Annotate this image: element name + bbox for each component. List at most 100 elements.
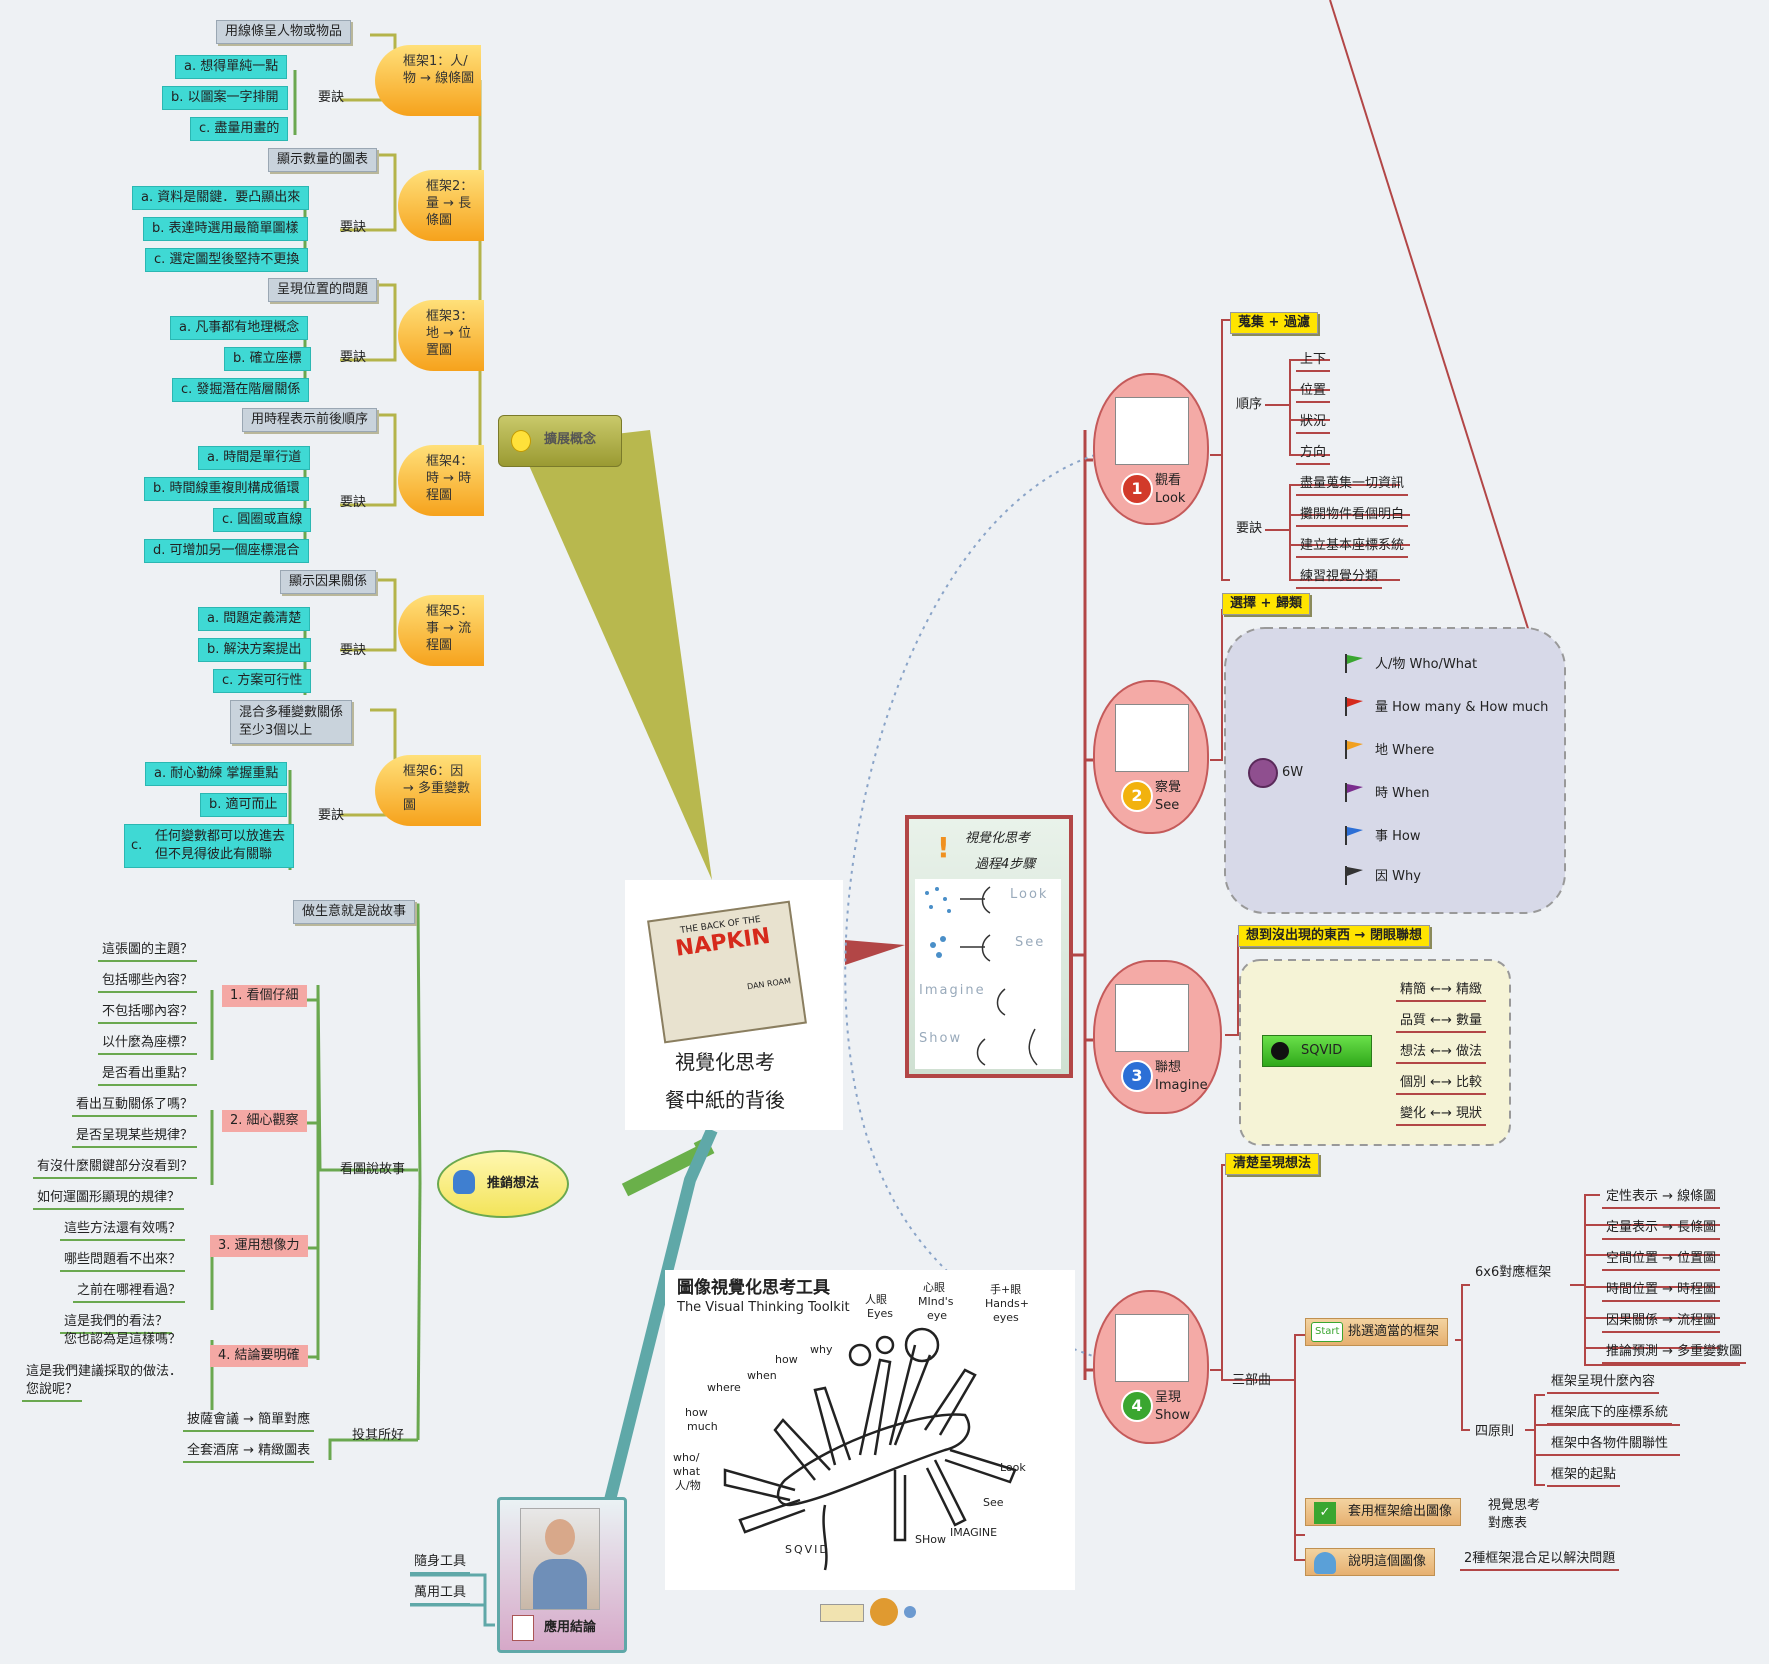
step-2-header: 選擇 + 歸類: [1222, 593, 1310, 615]
sqvid-pair-3: 想法 ←→ 做法: [1396, 1042, 1487, 1064]
frame-4-tip-a: a. 時間是單行道: [198, 446, 311, 470]
step-1-look-topic[interactable]: 1 觀看 Look: [1093, 373, 1209, 525]
six-w-item-1: 人/物 Who/What: [1375, 657, 1478, 672]
toolkit-illustration: 圖像視覺化思考工具 The Visual Thinking Toolkit 人眼…: [665, 1270, 1075, 1590]
toolkit-label-imagine: IMAGINE: [950, 1526, 998, 1539]
sell-group-3-item-1: 如何運圖形顯現的規律？: [33, 1188, 185, 1210]
book-cover-image: THE BACK OF THE NAPKIN DAN ROAM: [647, 900, 807, 1044]
four-steps-title-line1: 視覺化思考: [965, 831, 1031, 846]
frame-4-tip-c: c. 圓圈或直線: [213, 508, 312, 532]
toolkit-label-who: who/: [673, 1451, 700, 1464]
toolkit-label-who-cn: 人/物: [675, 1479, 701, 1492]
sell-group-1-item-1: 這張圖的主題？: [98, 940, 198, 962]
four-steps-sketch: [925, 886, 1038, 1066]
toolkit-label-where: where: [707, 1381, 741, 1394]
four-rules-label: 四原則: [1475, 1424, 1515, 1439]
sell-group-2-item-3: 是否呈現某些規律？: [72, 1126, 198, 1148]
frame-4-topic[interactable]: 框架4：時 → 時程圖: [398, 445, 484, 516]
four-steps-card[interactable]: ! 視覺化思考 過程4步驟 Look See Imagine Show: [905, 815, 1073, 1078]
sell-ideas-label: 推銷想法: [487, 1176, 540, 1191]
explain-image-topic[interactable]: 說明這個圖像: [1305, 1548, 1436, 1576]
step-1-order-1: 上下: [1296, 350, 1331, 372]
step-2-whiteboard-image: [1115, 704, 1189, 772]
step-4-show-topic[interactable]: 4 呈現 Show: [1093, 1290, 1209, 1444]
four-steps-row-look: Look: [1010, 887, 1049, 902]
step-3-label-cn: 聯想: [1155, 1060, 1182, 1075]
step-2-label-cn: 察覺: [1155, 780, 1182, 795]
sell-group-1-item-3: 不包括哪內容？: [98, 1002, 198, 1024]
frame-6-topic[interactable]: 框架6：因 → 多重變數圖: [375, 755, 481, 826]
frame-6-tip-c-line1: 任何變數都可以放進去: [155, 829, 286, 844]
sell-group-1[interactable]: 1. 看個仔細: [222, 985, 307, 1007]
toolkit-label-see: See: [983, 1496, 1004, 1509]
frame-2-tip-a: a. 資料是關鍵．要凸顯出來: [132, 186, 310, 210]
sqvid-topic[interactable]: SQVID: [1262, 1035, 1372, 1067]
six-w-item-3: 地 Where: [1375, 743, 1435, 758]
apply-frame-note-line2: 對應表: [1488, 1516, 1528, 1531]
four-steps-row-show: Show: [919, 1031, 963, 1046]
toolkit-label-eyes: Eyes: [867, 1307, 893, 1320]
frame-2-topic[interactable]: 框架2：量 → 長條圖: [398, 170, 484, 241]
six-by-six-item-4: 時間位置 → 時程圖: [1602, 1280, 1721, 1302]
step-3-imagine-topic[interactable]: 3 聯想 Imagine: [1093, 960, 1222, 1114]
sell-group-4-item-4: 您說呢？: [22, 1380, 83, 1402]
toolkit-label-when: when: [747, 1369, 777, 1382]
step-2-see-topic[interactable]: 2 察覺 See: [1093, 680, 1209, 834]
toolkit-label-how: how: [685, 1406, 708, 1419]
frame-3-topic[interactable]: 框架3：地 → 位置圖: [398, 300, 484, 371]
six-by-six-item-1: 定性表示 → 線條圖: [1602, 1187, 1721, 1209]
frame-1-note: 用線條呈人物或物品: [216, 20, 352, 44]
six-by-six-item-2: 定量表示 → 長條圖: [1602, 1218, 1721, 1240]
extend-concepts-topic[interactable]: 擴展概念: [498, 415, 622, 467]
six-by-six-item-5: 因果關係 → 流程圖: [1602, 1311, 1721, 1333]
frame-5-topic[interactable]: 框架5：事 → 流程圖: [398, 595, 484, 666]
step-4-label-en: Show: [1155, 1408, 1191, 1423]
explain-image-note: 2種框架混合足以解決問題: [1460, 1549, 1620, 1571]
step-3-label-en: Imagine: [1155, 1078, 1208, 1093]
frame-1-tips-label: 要訣: [318, 90, 345, 105]
sell-group-2[interactable]: 2. 細心觀察: [222, 1110, 307, 1132]
frame-4-tip-d: d. 可增加另一個座標混合: [144, 539, 309, 563]
author-photo: [520, 1508, 600, 1610]
read-picture-label: 看圖說故事: [340, 1162, 406, 1177]
four-rules-item-4: 框架的起點: [1547, 1465, 1621, 1487]
pick-frame-topic[interactable]: Start 挑選適當的框架: [1305, 1318, 1449, 1346]
pick-frame-label: 挑選適當的框架: [1348, 1324, 1440, 1339]
apply-frame-topic[interactable]: ✓ 套用框架繪出圖像: [1305, 1498, 1462, 1526]
sell-group-3-item-2: 這些方法還有效嗎？: [60, 1219, 186, 1241]
blue-flag-icon: [1345, 826, 1363, 845]
four-steps-row-see: See: [1015, 935, 1046, 950]
four-rules-item-3: 框架中各物件關聯性: [1547, 1434, 1673, 1456]
green-flag-icon: [1345, 654, 1363, 673]
frame-1-topic[interactable]: 框架1：人/物 → 線條圖: [375, 45, 481, 116]
apply-frame-note-line1: 視覺思考: [1488, 1498, 1541, 1513]
toolkit-label-hands-cn: 手+眼: [990, 1283, 1022, 1296]
orange-flag-icon: [1345, 740, 1363, 759]
frame-6-tip-b: b. 適可而止: [200, 793, 287, 817]
central-topic[interactable]: THE BACK OF THE NAPKIN DAN ROAM 視覺化思考 餐中…: [625, 880, 843, 1130]
step-4-whiteboard-image: [1115, 1314, 1189, 1382]
frame-6-tip-c: c. 任何變數都可以放進去 但不見得彼此有關聯: [124, 824, 295, 868]
step-3-whiteboard-image: [1115, 984, 1189, 1052]
sell-group-4[interactable]: 4. 結論要明確: [210, 1345, 308, 1367]
toolkit-title-cn: 圖像視覺化思考工具: [677, 1278, 830, 1298]
step-1-order-3: 狀況: [1296, 412, 1331, 434]
frame-2-note: 顯示數量的圖表: [268, 148, 378, 172]
frame-4-note: 用時程表示前後順序: [242, 408, 378, 432]
frame-3-tip-a: a. 凡事都有地理概念: [170, 316, 309, 340]
user-icon: [453, 1170, 475, 1194]
toolkit-label-why: why: [810, 1343, 833, 1356]
six-by-six-label: 6x6對應框架: [1475, 1265, 1552, 1280]
frame-3-tips-label: 要訣: [340, 350, 367, 365]
apply-item-2: 萬用工具: [410, 1583, 471, 1605]
four-steps-title-line2: 過程4步驟: [975, 857, 1036, 872]
apply-conclusion-topic[interactable]: 應用結論: [497, 1497, 627, 1653]
sell-story-topic[interactable]: 做生意就是說故事: [293, 900, 416, 924]
frame-5-tips-label: 要訣: [340, 643, 367, 658]
sell-ideas-topic[interactable]: 推銷想法: [437, 1150, 569, 1218]
step-1-number-badge: 1: [1121, 473, 1153, 505]
sell-group-3-item-3: 哪些問題看不出來？: [60, 1250, 186, 1272]
toolkit-label-eyes-cn: 人眼: [865, 1293, 887, 1306]
sell-group-3[interactable]: 3. 運用想像力: [210, 1235, 308, 1257]
step-1-tips-label: 要訣: [1236, 521, 1263, 536]
